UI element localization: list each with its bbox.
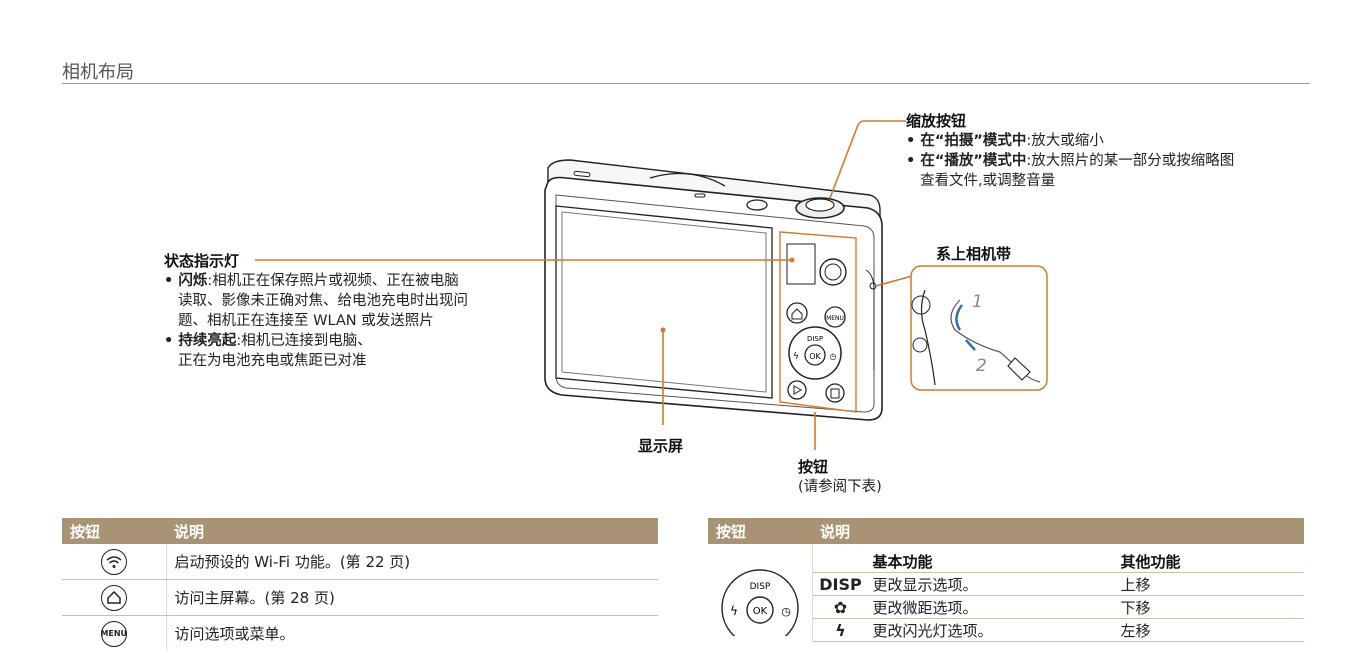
table-row: ✿ 更改微距选项。 下移 <box>813 596 1305 619</box>
screen-label: 显示屏 <box>638 435 683 456</box>
zoom-callout: 缩放按钮 在“拍摄”模式中:放大或缩小 在“播放”模式中:放大照片的某一部分或按… <box>906 110 1326 191</box>
display-screen <box>556 206 772 398</box>
camera-wifi-button <box>820 259 846 285</box>
status-title: 状态指示灯 <box>164 250 544 271</box>
zoom-leader <box>830 121 906 198</box>
menu-icon: MENU <box>101 621 127 647</box>
flash-icon: ϟ <box>793 352 799 362</box>
camera-menu-text: MENU <box>826 315 844 322</box>
table-row: MENU 访问选项或菜单。 <box>62 616 658 651</box>
screen-dot <box>661 328 666 333</box>
sub-header-other: 其他功能 <box>1117 550 1305 573</box>
function-subtable: 基本功能 其他功能 DISP 更改显示选项。 上移 ✿ 更改微距选项。 下移 ϟ… <box>813 550 1305 642</box>
home-icon <box>101 585 127 611</box>
zoom-b2-text: :放大照片的某一部分或按缩略图 <box>1026 153 1234 169</box>
status-b2-line2: 正在为电池充电或焦距已对准 <box>164 351 544 371</box>
status-led-dot <box>790 258 795 263</box>
row-wifi-desc: 启动预设的 Wi-Fi 功能。(第 22 页) <box>166 544 658 580</box>
zoom-bullet-2: 在“播放”模式中:放大照片的某一部分或按缩略图 <box>906 151 1326 171</box>
flash-other: 左移 <box>1117 619 1305 642</box>
zoom-b1-text: :放大或缩小 <box>1026 133 1103 149</box>
dpad-ok-text: OK <box>753 606 768 617</box>
sub-header-basic: 基本功能 <box>869 550 1117 573</box>
status-bullet-1: 闪烁:相机正在保存照片或视频、正在被电脑 <box>164 271 544 291</box>
strap-step-1: 1 <box>972 292 983 312</box>
zoom-b1-keyword: 在“拍摄”模式中 <box>920 133 1026 149</box>
flash-key-icon: ϟ <box>813 619 869 642</box>
status-b1-keyword: 闪烁 <box>178 273 207 289</box>
buttons-table-right: 按钮 说明 OK DISP ϟ ◷ 基本功能 其他功能 DISP <box>708 518 1304 642</box>
buttons-callout: 按钮 (请参阅下表) <box>798 456 882 497</box>
left-header-desc: 说明 <box>166 518 658 544</box>
buttons-title: 按钮 <box>798 456 882 477</box>
timer-icon: ◷ <box>830 352 837 361</box>
strap-step-2: 2 <box>976 356 987 376</box>
zoom-title: 缩放按钮 <box>906 110 1326 131</box>
right-header-desc: 说明 <box>812 518 1304 544</box>
flash-basic: 更改闪光灯选项。 <box>869 619 1117 642</box>
status-b2-keyword: 持续亮起 <box>178 333 236 349</box>
row-menu-desc: 访问选项或菜单。 <box>166 616 658 651</box>
macro-icon: ✿ <box>813 596 869 619</box>
macro-basic: 更改微距选项。 <box>869 596 1117 619</box>
left-header-button: 按钮 <box>62 518 166 544</box>
row-home-desc: 访问主屏幕。(第 28 页) <box>166 580 658 616</box>
camera-ok-text: OK <box>809 352 821 361</box>
table-row: DISP 更改显示选项。 上移 <box>813 573 1305 596</box>
zoom-b2-keyword: 在“播放”模式中 <box>920 153 1026 169</box>
table-row: 启动预设的 Wi-Fi 功能。(第 22 页) <box>62 544 658 580</box>
power-button <box>747 200 767 210</box>
buttons-table-left: 按钮 说明 启动预设的 Wi-Fi 功能。(第 22 页) 访问主屏幕。(第 2… <box>62 518 658 651</box>
status-bullet-2: 持续亮起:相机已连接到电脑、 <box>164 331 544 351</box>
dpad-disp-text: DISP <box>749 582 770 592</box>
svg-text:ϟ: ϟ <box>730 604 738 618</box>
status-b2-text: :相机已连接到电脑、 <box>236 333 371 349</box>
wifi-icon <box>101 549 127 575</box>
status-b1-text: :相机正在保存照片或视频、正在被电脑 <box>207 273 458 289</box>
disp-basic: 更改显示选项。 <box>869 573 1117 596</box>
table-row: 访问主屏幕。(第 28 页) <box>62 580 658 616</box>
camera-playback-button <box>788 381 806 399</box>
zoom-b2-cont: 查看文件,或调整音量 <box>906 171 1326 191</box>
status-callout: 状态指示灯 闪烁:相机正在保存照片或视频、正在被电脑 读取、影像未正确对焦、给电… <box>164 250 544 371</box>
status-b1-line3: 题、相机正在连接至 WLAN 或发送照片 <box>164 311 544 331</box>
buttons-note: (请参阅下表) <box>798 477 882 497</box>
camera-disp-text: DISP <box>807 335 823 343</box>
strap-title: 系上相机带 <box>936 243 1011 264</box>
disp-other: 上移 <box>1117 573 1305 596</box>
camera-home-button <box>787 303 807 323</box>
status-b1-line2: 读取、影像未正确对焦、给电池充电时出现问 <box>164 291 544 311</box>
camera-delete-button <box>826 384 844 402</box>
svg-text:◷: ◷ <box>781 605 791 618</box>
shutter-button <box>806 199 834 211</box>
key-disp: DISP <box>813 573 869 596</box>
zoom-bullet-1: 在“拍摄”模式中:放大或缩小 <box>906 131 1326 151</box>
table-row: ϟ 更改闪光灯选项。 左移 <box>813 619 1305 642</box>
dpad-icon: OK DISP ϟ ◷ <box>718 566 802 636</box>
right-header-button: 按钮 <box>708 518 812 544</box>
macro-other: 下移 <box>1117 596 1305 619</box>
